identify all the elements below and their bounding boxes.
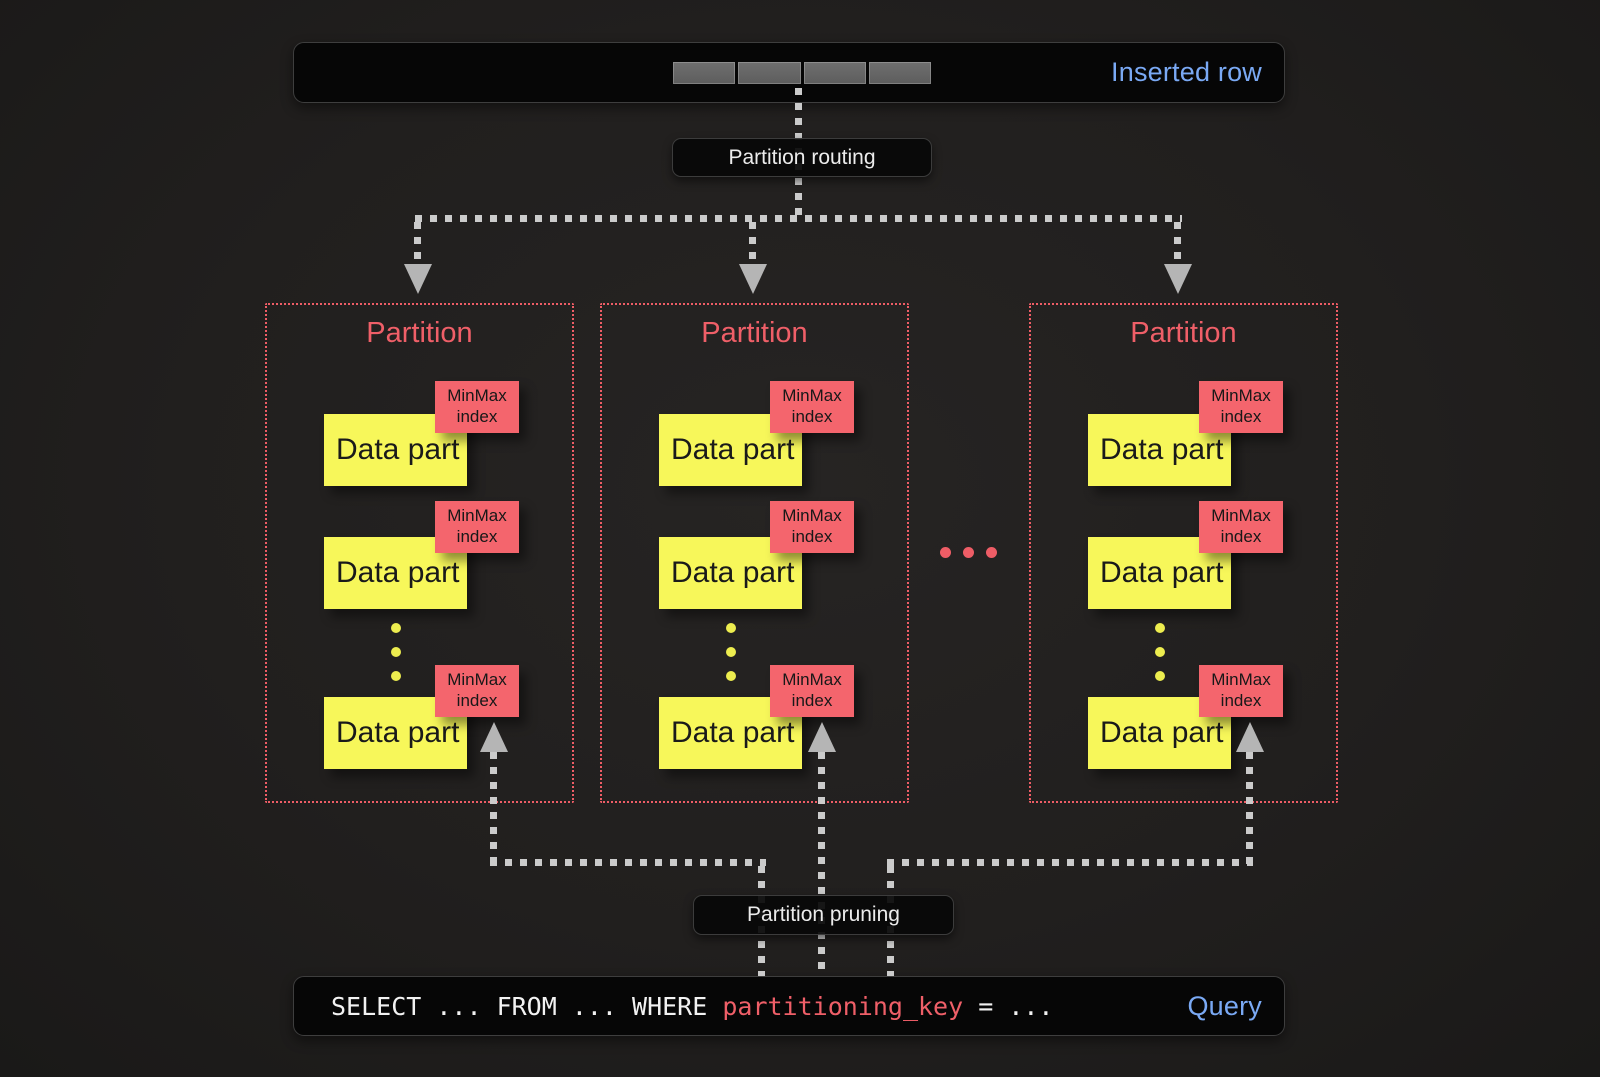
minmax-line: index [791, 527, 833, 546]
minmax-line: index [456, 527, 498, 546]
partition-box-1: Partition MinMax index Data part MinMax … [265, 303, 574, 803]
partition-routing-label: Partition routing [672, 138, 932, 177]
partition-title: Partition [701, 317, 808, 349]
minmax-index-tag: MinMax index [435, 381, 519, 433]
minmax-line: index [791, 407, 833, 426]
minmax-line: MinMax [782, 670, 842, 690]
minmax-line: MinMax [1211, 386, 1271, 406]
sql-partitioning-key: partitioning_key [722, 991, 964, 1021]
minmax-index-tag: MinMax index [770, 381, 854, 433]
minmax-line: index [1220, 407, 1262, 426]
partition-title: Partition [1130, 317, 1237, 349]
inserted-row-segments [673, 62, 931, 84]
fanout-line [415, 215, 1182, 222]
row-segment [673, 62, 736, 84]
branch-line-3 [1174, 222, 1181, 266]
minmax-line: MinMax [447, 506, 507, 526]
more-partitions-ellipsis [940, 547, 997, 558]
ellipsis-dot [986, 547, 997, 558]
sql-prefix: SELECT ... FROM ... WHERE [331, 991, 723, 1021]
ellipsis-dot [391, 623, 401, 633]
minmax-line: index [1220, 691, 1262, 710]
pruning-line-right [887, 859, 1253, 866]
ellipsis-dot [391, 671, 401, 681]
partition-box-2: Partition MinMax index Data part MinMax … [600, 303, 909, 803]
ellipsis-dot [726, 623, 736, 633]
more-parts-ellipsis [1155, 623, 1165, 681]
ellipsis-dot [391, 647, 401, 657]
ellipsis-dot [1155, 623, 1165, 633]
inserted-row-box: Inserted row [293, 42, 1285, 103]
data-part: Data part [1088, 414, 1231, 486]
branch-line-2 [749, 222, 756, 266]
minmax-line: index [456, 407, 498, 426]
row-segment [738, 62, 801, 84]
ellipsis-dot [940, 547, 951, 558]
ellipsis-dot [963, 547, 974, 558]
branch-line-1 [414, 222, 421, 266]
minmax-line: index [456, 691, 498, 710]
more-parts-ellipsis [726, 623, 736, 681]
branch-arrow-1-icon [404, 264, 432, 294]
ellipsis-dot [1155, 671, 1165, 681]
minmax-index-tag: MinMax index [435, 501, 519, 553]
sql-text: SELECT ... FROM ... WHERE partitioning_k… [331, 977, 1053, 1035]
sql-suffix: = ... [963, 991, 1054, 1021]
minmax-index-tag: MinMax index [1199, 665, 1283, 717]
pruning-line-1 [490, 752, 497, 865]
minmax-index-tag: MinMax index [770, 665, 854, 717]
branch-arrow-2-icon [739, 264, 767, 294]
pruning-arrow-2-icon [808, 722, 836, 752]
inserted-row-label: Inserted row [1111, 57, 1262, 87]
ellipsis-dot [726, 647, 736, 657]
minmax-line: MinMax [447, 386, 507, 406]
query-box: SELECT ... FROM ... WHERE partitioning_k… [293, 976, 1285, 1036]
data-part: Data part [324, 697, 467, 769]
minmax-line: MinMax [782, 386, 842, 406]
minmax-index-tag: MinMax index [1199, 501, 1283, 553]
ellipsis-dot [1155, 647, 1165, 657]
minmax-index-tag: MinMax index [435, 665, 519, 717]
pruning-arrow-1-icon [480, 722, 508, 752]
branch-arrow-3-icon [1164, 264, 1192, 294]
minmax-line: MinMax [1211, 670, 1271, 690]
row-segment [868, 62, 931, 84]
pruning-line-2 [818, 752, 825, 976]
minmax-index-tag: MinMax index [1199, 381, 1283, 433]
pruning-line-3 [1246, 752, 1253, 865]
ellipsis-dot [726, 671, 736, 681]
partition-box-3: Partition MinMax index Data part MinMax … [1029, 303, 1338, 803]
partition-pruning-label: Partition pruning [693, 895, 954, 935]
query-label: Query [1187, 990, 1262, 1021]
minmax-line: index [1220, 527, 1262, 546]
minmax-line: MinMax [782, 506, 842, 526]
minmax-line: MinMax [1211, 506, 1271, 526]
pruning-arrow-3-icon [1236, 722, 1264, 752]
minmax-line: MinMax [447, 670, 507, 690]
pruning-line-left [490, 859, 766, 866]
partition-title: Partition [366, 317, 473, 349]
minmax-line: index [791, 691, 833, 710]
minmax-index-tag: MinMax index [770, 501, 854, 553]
more-parts-ellipsis [391, 623, 401, 681]
row-segment [803, 62, 866, 84]
